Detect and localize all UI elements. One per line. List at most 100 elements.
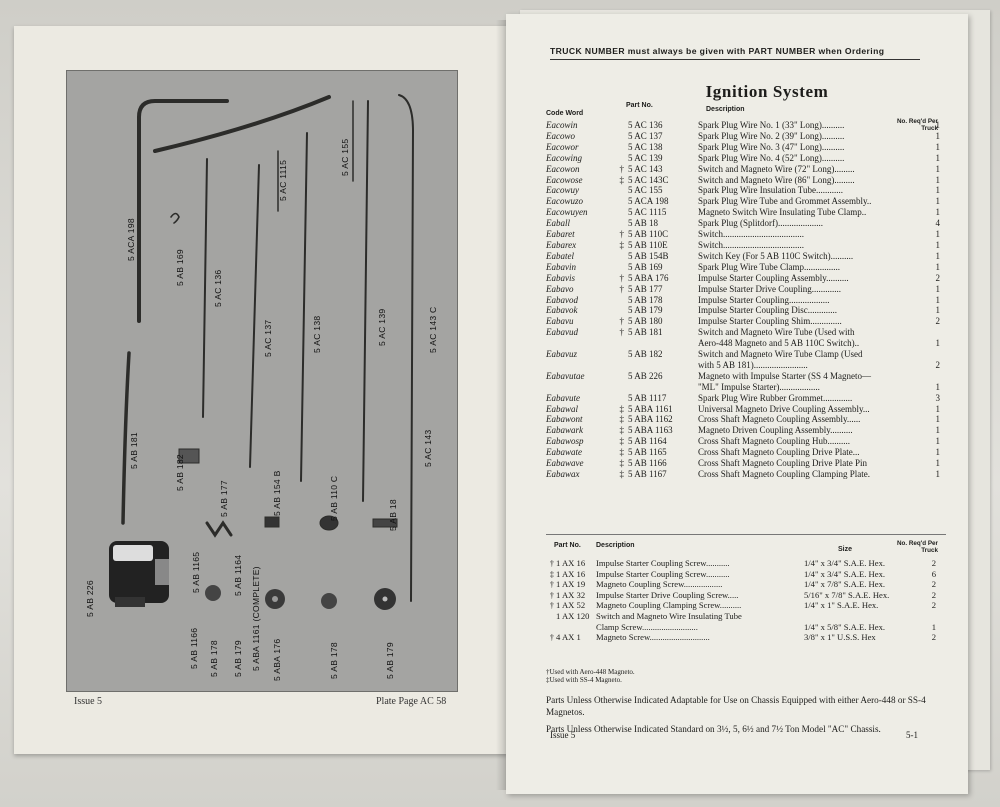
size: 1/4" x 7/8" S.A.E. Hex. bbox=[804, 579, 886, 590]
plate-label: 5 AB 181 bbox=[129, 432, 139, 469]
part-description: Spark Plug Wire No. 2 (39" Long)........… bbox=[698, 130, 845, 141]
code-word: Eacowin bbox=[546, 120, 578, 130]
usage-mark bbox=[614, 131, 624, 142]
clamp-5ab169 bbox=[170, 212, 180, 224]
part-number: 5 AB 1117 bbox=[628, 392, 667, 403]
quantity: 1 bbox=[935, 469, 941, 479]
plate-label: 5 AB 226 bbox=[85, 580, 95, 617]
quantity: 6 bbox=[931, 568, 936, 579]
part-description: Spark Plug Wire Rubber Grommet..........… bbox=[698, 392, 853, 403]
part-number: 5 ABA 176 bbox=[628, 272, 669, 283]
quantity: 1 bbox=[935, 305, 941, 316]
part-description: Impulse Starter Coupling Disc...........… bbox=[698, 305, 837, 316]
part-description: Switch and Magneto Wire Tube (Used with bbox=[698, 327, 855, 338]
magneto-5ab226 bbox=[109, 541, 169, 607]
usage-mark: † bbox=[549, 589, 554, 600]
part-number: 5 AC 139 bbox=[628, 152, 663, 163]
col2-qty: No. Req'd Per Truck bbox=[896, 540, 938, 554]
part-number: 1 AX 52 bbox=[556, 600, 586, 611]
usage-mark bbox=[614, 120, 624, 131]
usage-mark bbox=[614, 262, 624, 273]
plate-label: 5 AB 154 B bbox=[272, 470, 282, 516]
part-number: 1 AX 120 bbox=[556, 610, 590, 621]
part-description: Magneto Switch Wire Insulating Tube Clam… bbox=[698, 207, 867, 218]
part-number: 5 AB 110C bbox=[628, 229, 669, 240]
quantity: 1 bbox=[935, 130, 941, 141]
part-number: 5 AC 137 bbox=[628, 130, 663, 141]
usage-mark bbox=[614, 338, 624, 349]
usage-mark: † bbox=[619, 283, 625, 294]
part-description: Cross Shaft Magneto Coupling Drive Plate… bbox=[698, 458, 867, 469]
plate-label: 5 ABA 1161 (COMPLETE) bbox=[251, 566, 261, 671]
quantity: 1 bbox=[935, 414, 941, 425]
usage-mark bbox=[614, 295, 624, 306]
right-footer-issue: Issue 5 bbox=[550, 730, 576, 740]
part-description: Impulse Starter Coupling Screw..........… bbox=[596, 558, 730, 568]
size: 5/16" x 7/8" S.A.E. Hex. bbox=[804, 589, 890, 600]
plate-label: 5 AC 138 bbox=[312, 315, 322, 353]
part-number: 5 AC 1115 bbox=[628, 207, 667, 218]
right-page: TRUCK NUMBER must always be given with P… bbox=[506, 14, 968, 794]
part-number: 5 AC 155 bbox=[628, 185, 663, 196]
part-description: Impulse Starter Drive Coupling Screw....… bbox=[596, 589, 739, 600]
quantity: 3 bbox=[935, 392, 941, 403]
usage-mark: † bbox=[619, 316, 625, 327]
plate-label: 5 AB 178 bbox=[329, 642, 339, 679]
plate-label: 5 AB 1165 bbox=[191, 551, 201, 593]
usage-mark: ‡ bbox=[619, 174, 625, 185]
code-word: Eabavod bbox=[546, 294, 578, 305]
code-word bbox=[546, 338, 614, 349]
part-number: 1 AX 16 bbox=[556, 568, 586, 579]
quantity: 1 bbox=[935, 338, 941, 349]
part-description: Magneto Coupling Clamping Screw.........… bbox=[596, 600, 742, 611]
usage-mark: † bbox=[549, 632, 554, 643]
usage-mark bbox=[614, 360, 624, 371]
part-description: Spark Plug Wire No. 4 (52" Long)........… bbox=[698, 152, 845, 163]
code-word: Eabavud bbox=[546, 327, 578, 338]
code-word: Eabawax bbox=[546, 469, 580, 479]
part-number: 5 AC 143 bbox=[628, 163, 663, 174]
wire-5ac143c bbox=[398, 94, 415, 602]
part-description: Spark Plug Wire Tube Clamp..............… bbox=[698, 261, 840, 272]
quantity: 1 bbox=[935, 141, 941, 152]
section-divider bbox=[546, 534, 946, 535]
plate-label: 5 AC 139 bbox=[377, 308, 387, 346]
usage-mark bbox=[614, 382, 624, 393]
usage-mark bbox=[546, 622, 554, 633]
code-word: Eabawont bbox=[546, 414, 583, 425]
quantity: 1 bbox=[935, 294, 941, 305]
col2-size: Size bbox=[838, 546, 853, 553]
wire-5ac137 bbox=[249, 164, 260, 468]
quantity: 1 bbox=[935, 425, 941, 436]
part-description: Switch..................................… bbox=[698, 229, 805, 240]
footnote-ss4: ‡Used with SS-4 Magneto. bbox=[546, 676, 622, 684]
clamp-5ab182 bbox=[178, 448, 200, 464]
table-row: "ML" Impulse Starter)..................1 bbox=[546, 382, 946, 393]
left-footer-plate: Plate Page AC 58 bbox=[376, 696, 447, 707]
quantity: 2 bbox=[935, 359, 941, 370]
part-number: 5 ACA 198 bbox=[628, 196, 669, 207]
code-word: Eabavuz bbox=[546, 349, 577, 360]
code-word: Eabarex bbox=[546, 239, 577, 250]
part-description: Switch and Magneto Wire (72" Long)......… bbox=[698, 163, 855, 174]
table-row: Aero-448 Magneto and 5 AB 110C Switch)..… bbox=[546, 338, 946, 349]
part-number: 5 AB 180 bbox=[628, 316, 663, 327]
quantity: 1 bbox=[935, 174, 941, 185]
usage-mark: † bbox=[619, 229, 625, 240]
